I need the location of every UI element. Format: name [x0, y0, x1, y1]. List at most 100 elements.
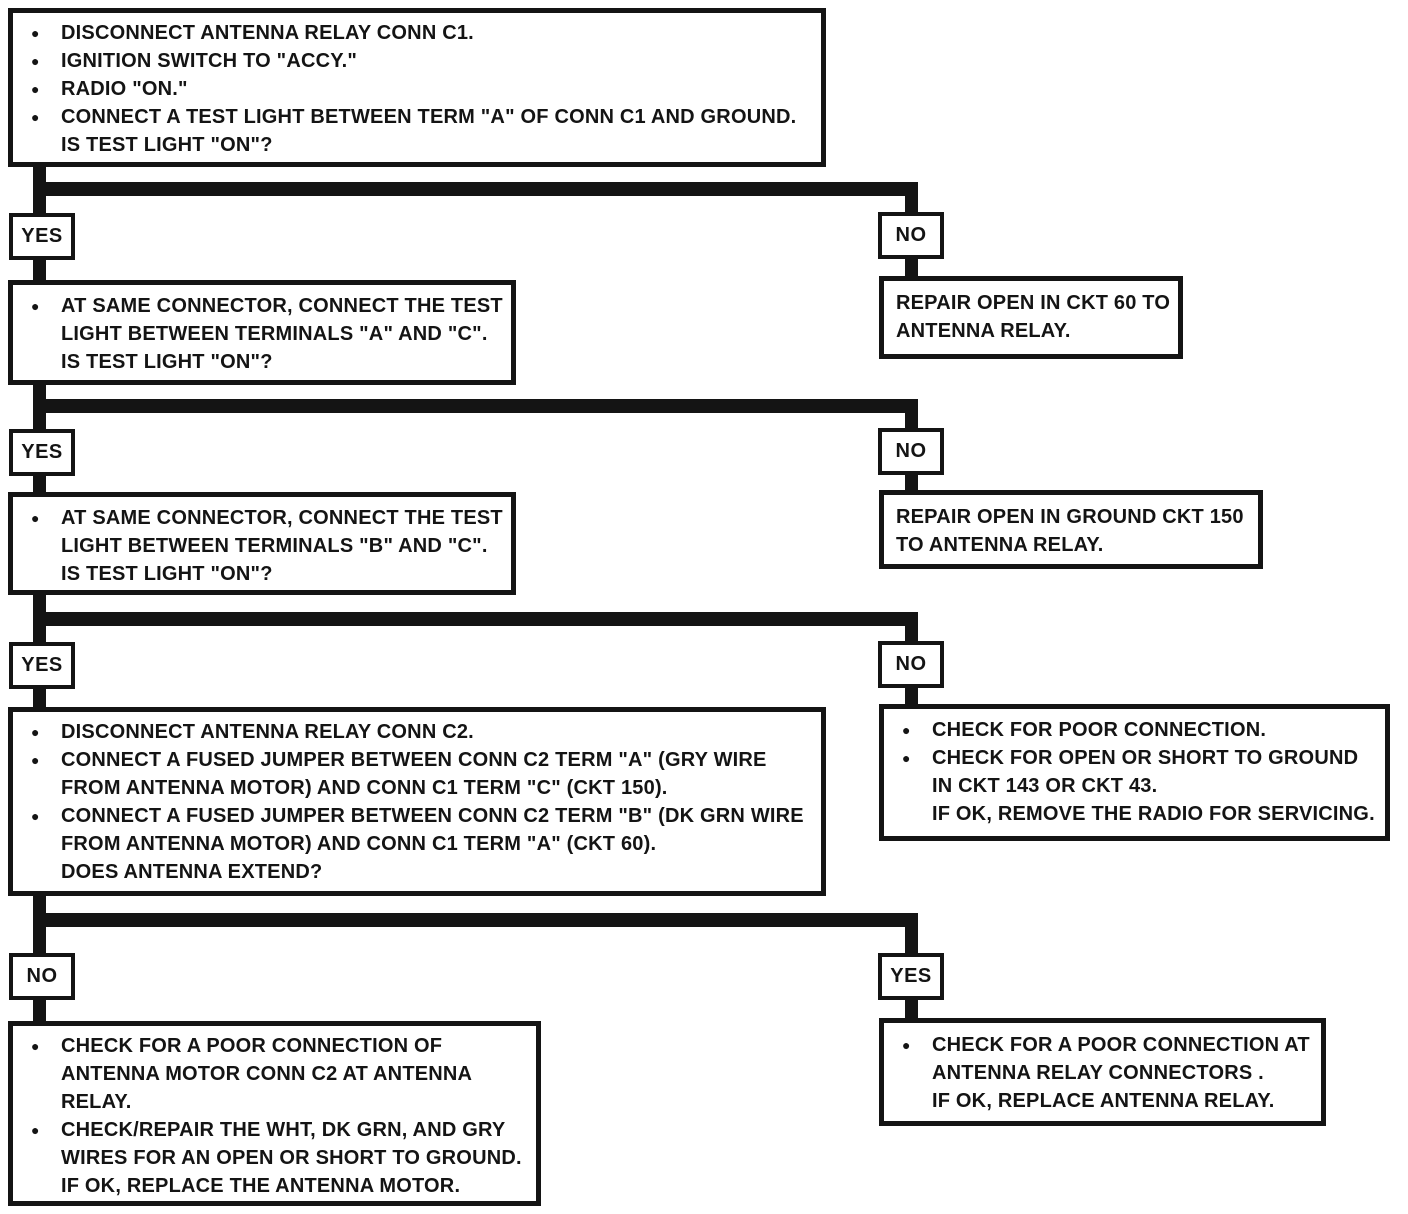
- bullet-icon: ●: [31, 510, 40, 526]
- step-text: DISCONNECT ANTENNA RELAY CONN C1.: [61, 22, 474, 44]
- step-text: CHECK FOR OPEN OR SHORT TO GROUND: [932, 747, 1359, 769]
- bullet-line: ● CHECK FOR POOR CONNECTION.: [884, 716, 1385, 744]
- step-text: LIGHT BETWEEN TERMINALS "A" AND "C".: [61, 323, 488, 345]
- flow-box-check-antenna-relay: ● CHECK FOR A POOR CONNECTION AT ANTENNA…: [879, 1018, 1326, 1126]
- bullet-line: ● CONNECT A TEST LIGHT BETWEEN TERM "A" …: [13, 103, 821, 131]
- flow-box-test-terms-a-c: ● AT SAME CONNECTOR, CONNECT THE TEST LI…: [8, 280, 516, 385]
- bullet-line: ● CONNECT A FUSED JUMPER BETWEEN CONN C2…: [13, 746, 821, 774]
- step-text: IF OK, REPLACE THE ANTENNA MOTOR.: [61, 1175, 461, 1197]
- connector-line: [33, 913, 918, 927]
- question-line: IS TEST LIGHT "ON"?: [13, 131, 821, 159]
- bullet-line: ● IGNITION SWITCH TO "ACCY.": [13, 47, 821, 75]
- connector-line: [33, 399, 918, 413]
- bullet-icon: ●: [31, 53, 40, 69]
- branch1-no-label: NO: [878, 212, 944, 259]
- bullet-line: ● CHECK FOR A POOR CONNECTION AT: [884, 1031, 1321, 1059]
- wrap-line: ANTENNA RELAY CONNECTORS .: [884, 1059, 1321, 1087]
- flow-box-test-term-a-ground: ● DISCONNECT ANTENNA RELAY CONN C1. ● IG…: [8, 8, 826, 167]
- step-text: ANTENNA RELAY CONNECTORS .: [932, 1062, 1264, 1084]
- branch4-no-label: NO: [9, 953, 75, 1000]
- step-text: CHECK FOR A POOR CONNECTION AT: [932, 1034, 1310, 1056]
- step-text: ANTENNA MOTOR CONN C2 AT ANTENNA: [61, 1063, 473, 1085]
- flow-box-check-antenna-motor: ● CHECK FOR A POOR CONNECTION OF ANTENNA…: [8, 1021, 541, 1206]
- bullet-icon: ●: [31, 1122, 40, 1138]
- flow-box-jumper-extend-test: ● DISCONNECT ANTENNA RELAY CONN C2. ● CO…: [8, 707, 826, 896]
- connector-line: [33, 260, 46, 280]
- wrap-line: IF OK, REMOVE THE RADIO FOR SERVICING.: [884, 800, 1385, 828]
- branch3-yes-label: YES: [9, 642, 75, 689]
- wrap-line: IF OK, REPLACE ANTENNA RELAY.: [884, 1087, 1321, 1115]
- bullet-line: ● AT SAME CONNECTOR, CONNECT THE TEST: [13, 292, 511, 320]
- step-text: IF OK, REPLACE ANTENNA RELAY.: [932, 1090, 1275, 1112]
- wrap-line: LIGHT BETWEEN TERMINALS "B" AND "C".: [13, 532, 511, 560]
- bullet-line: ● RADIO "ON.": [13, 75, 821, 103]
- wrap-line: WIRES FOR AN OPEN OR SHORT TO GROUND.: [13, 1144, 536, 1172]
- question-line: IS TEST LIGHT "ON"?: [13, 348, 511, 376]
- wrap-line: ANTENNA MOTOR CONN C2 AT ANTENNA: [13, 1060, 536, 1088]
- connector-line: [33, 689, 46, 707]
- bullet-icon: ●: [31, 1038, 40, 1054]
- step-text: CHECK FOR POOR CONNECTION.: [932, 719, 1267, 741]
- step-text: CHECK/REPAIR THE WHT, DK GRN, AND GRY: [61, 1119, 506, 1141]
- bullet-icon: ●: [31, 298, 40, 314]
- step-text: DISCONNECT ANTENNA RELAY CONN C2.: [61, 721, 474, 743]
- step-text: ANTENNA RELAY.: [896, 320, 1071, 342]
- flow-box-repair-ckt60: REPAIR OPEN IN CKT 60 TO ANTENNA RELAY.: [879, 276, 1183, 359]
- step-text: IS TEST LIGHT "ON"?: [61, 351, 273, 373]
- bullet-line: ● DISCONNECT ANTENNA RELAY CONN C2.: [13, 718, 821, 746]
- flow-box-check-radio-circuits: ● CHECK FOR POOR CONNECTION. ● CHECK FOR…: [879, 704, 1390, 841]
- step-text: REPAIR OPEN IN GROUND CKT 150: [896, 506, 1244, 528]
- connector-line: [905, 182, 918, 214]
- branch2-yes-label: YES: [9, 429, 75, 476]
- connector-line: [905, 259, 918, 276]
- step-text: RELAY.: [61, 1091, 132, 1113]
- step-text: CONNECT A FUSED JUMPER BETWEEN CONN C2 T…: [61, 805, 804, 827]
- step-text: CHECK FOR A POOR CONNECTION OF: [61, 1035, 443, 1057]
- bullet-icon: ●: [31, 752, 40, 768]
- bullet-line: ● AT SAME CONNECTOR, CONNECT THE TEST: [13, 504, 511, 532]
- action-line: REPAIR OPEN IN GROUND CKT 150: [884, 503, 1258, 531]
- connector-line: [905, 399, 918, 429]
- action-line: ANTENNA RELAY.: [884, 317, 1178, 345]
- bullet-line: ● CHECK FOR OPEN OR SHORT TO GROUND: [884, 744, 1385, 772]
- action-line: TO ANTENNA RELAY.: [884, 531, 1258, 559]
- action-line: REPAIR OPEN IN CKT 60 TO: [884, 289, 1178, 317]
- wrap-line: LIGHT BETWEEN TERMINALS "A" AND "C".: [13, 320, 511, 348]
- connector-line: [905, 612, 918, 642]
- bullet-icon: ●: [31, 808, 40, 824]
- bullet-icon: ●: [902, 1037, 911, 1053]
- question-line: IS TEST LIGHT "ON"?: [13, 560, 511, 588]
- connector-line: [905, 688, 918, 704]
- step-text: FROM ANTENNA MOTOR) AND CONN C1 TERM "C"…: [61, 777, 668, 799]
- wrap-line: IN CKT 143 OR CKT 43.: [884, 772, 1385, 800]
- step-text: AT SAME CONNECTOR, CONNECT THE TEST: [61, 295, 503, 317]
- wrap-line: IF OK, REPLACE THE ANTENNA MOTOR.: [13, 1172, 536, 1200]
- step-text: DOES ANTENNA EXTEND?: [61, 861, 323, 883]
- step-text: IF OK, REMOVE THE RADIO FOR SERVICING.: [932, 803, 1375, 825]
- bullet-icon: ●: [902, 750, 911, 766]
- connector-line: [905, 1000, 918, 1018]
- step-text: CONNECT A FUSED JUMPER BETWEEN CONN C2 T…: [61, 749, 767, 771]
- step-text: TO ANTENNA RELAY.: [896, 534, 1104, 556]
- flow-box-repair-ckt150: REPAIR OPEN IN GROUND CKT 150 TO ANTENNA…: [879, 490, 1263, 569]
- wrap-line: FROM ANTENNA MOTOR) AND CONN C1 TERM "A"…: [13, 830, 821, 858]
- flow-box-test-terms-b-c: ● AT SAME CONNECTOR, CONNECT THE TEST LI…: [8, 492, 516, 595]
- step-text: LIGHT BETWEEN TERMINALS "B" AND "C".: [61, 535, 488, 557]
- step-text: IN CKT 143 OR CKT 43.: [932, 775, 1158, 797]
- wrap-line: FROM ANTENNA MOTOR) AND CONN C1 TERM "C"…: [13, 774, 821, 802]
- branch4-yes-label: YES: [878, 953, 944, 1000]
- step-text: IS TEST LIGHT "ON"?: [61, 134, 273, 156]
- step-text: FROM ANTENNA MOTOR) AND CONN C1 TERM "A"…: [61, 833, 657, 855]
- connector-line: [33, 1000, 46, 1021]
- bullet-icon: ●: [902, 722, 911, 738]
- step-text: WIRES FOR AN OPEN OR SHORT TO GROUND.: [61, 1147, 522, 1169]
- step-text: CONNECT A TEST LIGHT BETWEEN TERM "A" OF…: [61, 106, 797, 128]
- bullet-line: ● CHECK FOR A POOR CONNECTION OF: [13, 1032, 536, 1060]
- step-text: IS TEST LIGHT "ON"?: [61, 563, 273, 585]
- bullet-icon: ●: [31, 109, 40, 125]
- step-text: IGNITION SWITCH TO "ACCY.": [61, 50, 358, 72]
- step-text: REPAIR OPEN IN CKT 60 TO: [896, 292, 1171, 314]
- bullet-icon: ●: [31, 724, 40, 740]
- branch3-no-label: NO: [878, 641, 944, 688]
